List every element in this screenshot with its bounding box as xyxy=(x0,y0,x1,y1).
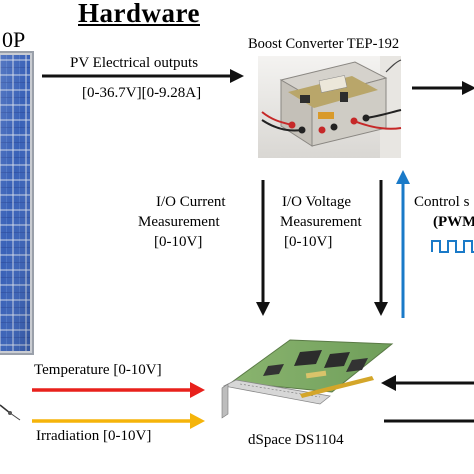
io-current-arrow xyxy=(256,180,270,316)
diagram-title: Hardware xyxy=(78,0,200,28)
io-voltage-range: [0-10V] xyxy=(284,234,333,250)
control-signal-arrow xyxy=(396,170,410,318)
io-current-line1: I/O Current xyxy=(156,194,226,210)
boost-converter-label: Boost Converter TEP-192 xyxy=(248,36,400,52)
temperature-sensor-icon xyxy=(0,404,21,421)
dspace-label: dSpace DS1104 xyxy=(248,432,344,448)
temperature-arrow xyxy=(32,382,205,398)
converter-output-arrow xyxy=(412,81,474,95)
io-current-line2: Measurement xyxy=(138,214,220,230)
pv-outputs-arrow xyxy=(42,69,244,83)
control-signal-line2: (PWM xyxy=(433,214,474,230)
pv-panel-label: 0P xyxy=(2,27,26,52)
dspace-board-photo xyxy=(221,339,394,419)
control-signal-line1: Control s xyxy=(414,194,470,210)
boost-converter-photo xyxy=(258,56,402,158)
pwm-waveform-icon xyxy=(431,240,474,253)
io-current-range: [0-10V] xyxy=(154,234,203,250)
dspace-input-arrow xyxy=(381,375,474,391)
io-voltage-line1: I/O Voltage xyxy=(282,194,352,210)
io-voltage-line2: Measurement xyxy=(280,214,362,230)
pv-outputs-range: [0-36.7V][0-9.28A] xyxy=(82,85,202,101)
irradiation-arrow xyxy=(32,413,205,429)
temperature-label: Temperature [0-10V] xyxy=(34,362,162,378)
io-voltage-arrow xyxy=(374,180,388,316)
pv-outputs-label: PV Electrical outputs xyxy=(70,55,199,71)
pv-panel xyxy=(0,51,34,355)
irradiation-label: Irradiation [0-10V] xyxy=(36,428,152,444)
